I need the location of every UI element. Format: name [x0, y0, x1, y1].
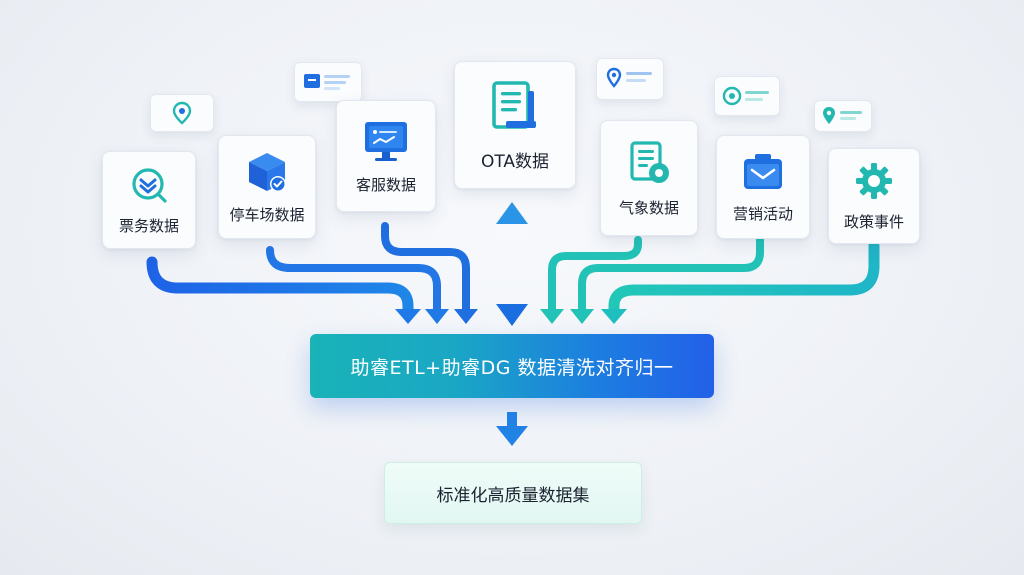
service-arrow	[381, 222, 470, 316]
ticket-arrowhead	[395, 309, 421, 324]
ota-arrowhead-bottom	[496, 304, 528, 326]
source-label-policy: 政策事件	[843, 212, 904, 231]
source-label-marketing: 营销活动	[732, 204, 793, 223]
source-label-ota: OTA数据	[480, 151, 550, 172]
weather-arrow	[548, 236, 642, 316]
down-arrow-shaft	[507, 412, 517, 428]
monitor-icon	[365, 121, 407, 161]
process-bar: 助睿ETL+助睿DG 数据清洗对齐归一	[310, 334, 714, 398]
source-card-marketing: 营销活动	[716, 135, 810, 239]
parking-arrowhead	[425, 309, 449, 324]
weather-doc-icon	[630, 140, 669, 183]
weather-arrowhead	[540, 309, 564, 324]
down-arrow-head	[496, 426, 528, 446]
source-label-ticket: 票务数据	[118, 216, 179, 235]
service-arrowhead	[454, 309, 478, 324]
mail-icon	[744, 153, 782, 189]
document-icon	[492, 80, 536, 129]
gear-icon	[856, 162, 892, 199]
ota-arrowhead-top	[496, 202, 528, 224]
source-label-service: 客服数据	[355, 175, 416, 194]
policy-arrow	[608, 240, 880, 318]
parking-box-icon	[249, 152, 286, 192]
result-box: 标准化高质量数据集	[384, 462, 642, 524]
ticket-check-icon	[132, 167, 167, 203]
mini-card-pin-list	[596, 58, 664, 100]
mini-card-location-list	[714, 76, 780, 116]
marketing-arrowhead	[570, 309, 594, 324]
process-label: 助睿ETL+助睿DG 数据清洗对齐归一	[350, 356, 674, 379]
source-label-parking: 停车场数据	[229, 205, 305, 224]
source-card-ota: OTA数据	[454, 61, 576, 189]
source-label-weather: 气象数据	[618, 198, 679, 217]
mini-card-teal-pin	[814, 100, 872, 132]
parking-arrow	[266, 246, 441, 316]
mini-card-list	[294, 62, 362, 102]
policy-arrowhead	[601, 309, 627, 324]
source-card-parking: 停车场数据	[218, 135, 316, 239]
mini-card-location	[150, 94, 214, 132]
marketing-arrow	[578, 236, 764, 316]
source-card-service: 客服数据	[336, 100, 436, 212]
result-label: 标准化高质量数据集	[436, 485, 590, 506]
source-card-ticket: 票务数据	[102, 151, 196, 249]
location-list-icon	[722, 86, 769, 106]
source-card-weather: 气象数据	[600, 120, 698, 236]
source-card-policy: 政策事件	[828, 148, 920, 244]
map-pin-icon	[172, 101, 192, 125]
ticket-arrow	[146, 256, 414, 318]
teal-pin-icon	[823, 107, 862, 124]
pin-list-icon	[606, 67, 652, 88]
list-card-icon	[304, 74, 350, 90]
